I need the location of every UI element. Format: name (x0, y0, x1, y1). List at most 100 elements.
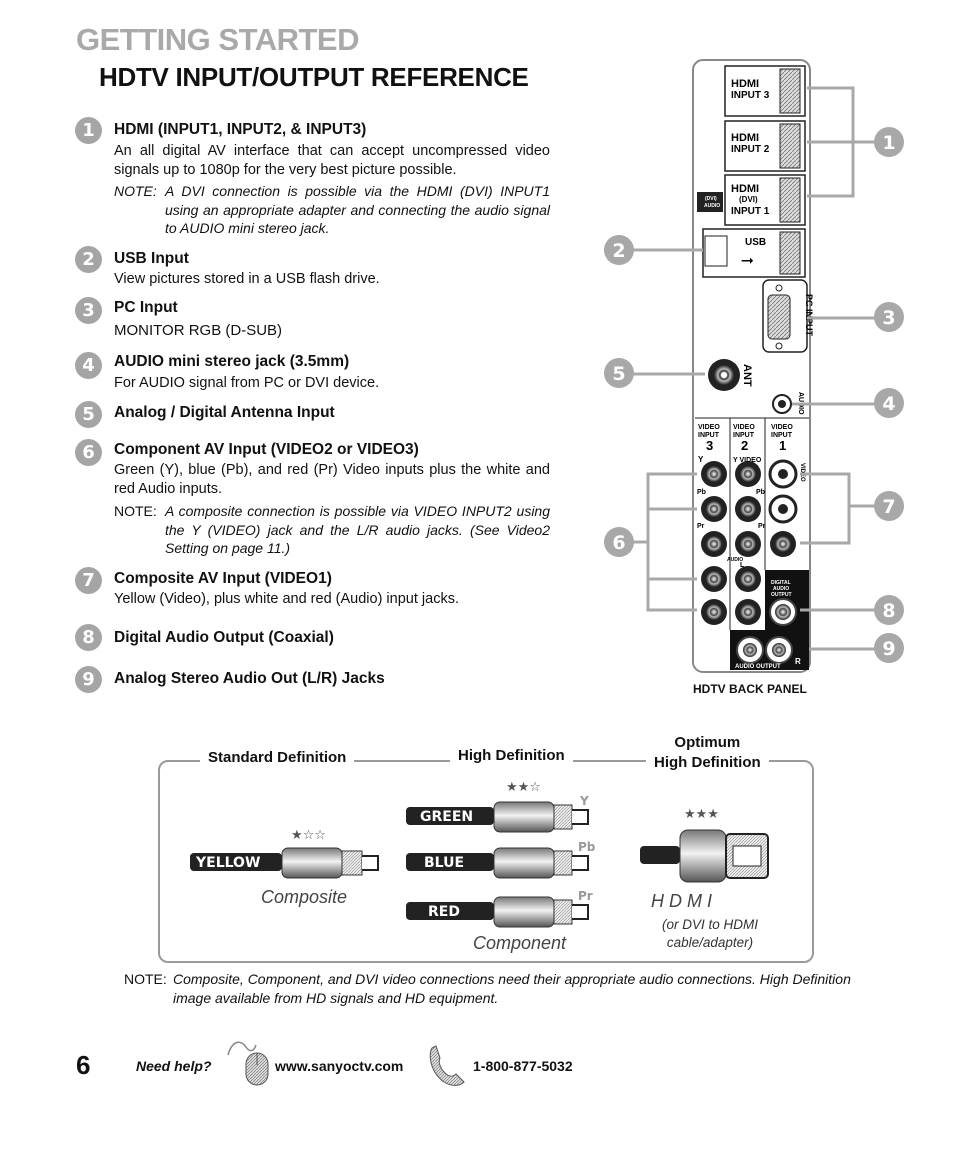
item-number-badge: 6 (75, 439, 102, 466)
svg-text:8: 8 (882, 600, 895, 622)
y-channel-label: Y (579, 794, 589, 808)
hdmi-input-3-label: INPUT 3 (731, 90, 770, 101)
optimum-line-1: Optimum (674, 734, 741, 751)
section-title: GETTING STARTED (76, 22, 359, 57)
item-description: Green (Y), blue (Pb), and red (Pr) Video… (114, 462, 550, 497)
need-help-text: Need help? (136, 1058, 212, 1074)
dvi-audio-tag (697, 192, 723, 212)
svg-text:Pr: Pr (758, 523, 766, 530)
pr-label: Pr (697, 523, 705, 530)
standard-definition-heading: Standard Definition (200, 749, 355, 766)
hdmi-logo-text: HDMI (731, 183, 759, 195)
usb-port: USB ⭢ (702, 228, 806, 278)
callout-7: 7 (874, 491, 904, 521)
hdmi-input-1-port: HDMI (DVI) INPUT 1 (724, 174, 806, 226)
hdtv-back-panel-diagram: HDMI INPUT 3 HDMI INPUT 2 HDMI (DVI) INP… (604, 59, 904, 673)
svg-text:Pb: Pb (756, 489, 765, 496)
pc-input-port: PC INPUT (762, 279, 814, 353)
phone-number: 1-800-877-5032 (473, 1058, 573, 1074)
rating-stars-composite: ★☆☆ (291, 828, 326, 843)
green-label: GREEN (420, 809, 473, 825)
note-lead: NOTE: (114, 503, 157, 519)
digital-audio-output-port: DIGITAL AUDIO OUTPUT (765, 570, 809, 630)
blue-label: BLUE (424, 855, 464, 871)
item-number-badge: 8 (75, 624, 102, 651)
website-link[interactable]: www.sanyoctv.com (275, 1058, 404, 1074)
audio-small-label: AUDIO (727, 557, 743, 563)
svg-text:OUTPUT: OUTPUT (771, 592, 792, 598)
item-note: NOTE: A DVI connection is possible via t… (114, 182, 550, 238)
audio-output-r-label: R (795, 657, 801, 666)
svg-text:DIGITAL: DIGITAL (771, 580, 791, 586)
item-title: Digital Audio Output (Coaxial) (114, 629, 334, 646)
item-number-badge: 1 (75, 117, 102, 144)
item-title: HDMI (INPUT1, INPUT2, & INPUT3) (114, 121, 367, 138)
callout-5: 5 (604, 358, 634, 388)
yellow-label: YELLOW (195, 855, 260, 871)
ant-label: ANT (741, 364, 753, 387)
svg-text:INPUT: INPUT (771, 432, 793, 439)
pr-channel-label: Pr (578, 889, 593, 903)
item-description: View pictures stored in a USB flash driv… (114, 271, 380, 287)
item-title: Composite AV Input (VIDEO1) (114, 570, 332, 587)
callout-6: 6 (604, 527, 634, 557)
audio-output-ports: AUDIO OUTPUT R (730, 630, 809, 670)
svg-text:AUDIO: AUDIO (773, 586, 789, 592)
callout-4: 4 (874, 388, 904, 418)
item-number-badge: 4 (75, 352, 102, 379)
note-lead: NOTE: (114, 183, 157, 199)
composite-caption: Composite (261, 887, 348, 907)
callout-3: 3 (874, 302, 904, 332)
y-label: Y (698, 455, 704, 464)
item-note: NOTE: A composite connection is possible… (114, 502, 550, 558)
component-caption: Component (473, 933, 567, 953)
hdmi-logo-text: HDMI (731, 78, 759, 90)
svg-text:AUDIO: AUDIO (704, 203, 720, 209)
svg-text:(DVI): (DVI) (705, 196, 717, 202)
back-panel-caption: HDTV BACK PANEL (693, 682, 807, 696)
item-number-badge: 7 (75, 567, 102, 594)
component-cable-blue: BLUE Pb (406, 840, 596, 879)
mouse-icon (227, 1041, 269, 1086)
svg-text:4: 4 (882, 393, 895, 415)
usb-label: USB (745, 237, 766, 248)
callout-9: 9 (874, 633, 904, 663)
item-number-badge: 2 (75, 246, 102, 273)
svg-text:7: 7 (882, 496, 895, 518)
svg-text:2: 2 (612, 240, 625, 262)
item-title: PC Input (114, 299, 178, 316)
note-text: A composite connection is possible via V… (165, 503, 550, 556)
svg-text:VIDEO: VIDEO (733, 424, 755, 431)
audio-l-label: L (740, 562, 745, 569)
usb-icon: ⭢ (741, 252, 754, 269)
hdmi-caption: H D M I (651, 891, 712, 911)
item-title: Analog / Digital Antenna Input (114, 404, 335, 421)
high-definition-heading: High Definition (450, 747, 573, 764)
callout-2: 2 (604, 235, 634, 265)
footer-note-lead: NOTE: (124, 971, 167, 987)
item-title: Analog Stereo Audio Out (L/R) Jacks (114, 670, 385, 687)
hdmi-cable-icon: ★★★ (640, 807, 769, 883)
page-number: 6 (76, 1050, 91, 1080)
pc-input-label: PC INPUT (804, 294, 814, 337)
item-description: For AUDIO signal from PC or DVI device. (114, 375, 380, 391)
video-input-2-number: 2 (741, 438, 748, 453)
video-input-3-number: 3 (706, 438, 713, 453)
cable-illustrations: ★☆☆ YELLOW ★★☆ GREEN Y BLUE Pb RED Pr ★★… (190, 780, 769, 928)
item-description: An all digital AV interface that can acc… (114, 143, 550, 178)
item-title: AUDIO mini stereo jack (3.5mm) (114, 353, 350, 370)
page-title: HDTV INPUT/OUTPUT REFERENCE (99, 62, 529, 92)
phone-icon (429, 1045, 465, 1086)
item-title: USB Input (114, 250, 189, 267)
item-number-badge: 5 (75, 401, 102, 428)
svg-text:9: 9 (882, 638, 895, 660)
item-description: MONITOR RGB (D-SUB) (114, 322, 283, 339)
svg-text:3: 3 (882, 307, 895, 329)
component-cable-red: RED Pr (406, 889, 593, 928)
red-label: RED (428, 904, 460, 920)
item-number-badge: 9 (75, 666, 102, 693)
rating-stars-hdmi: ★★★ (684, 807, 719, 822)
svg-text:INPUT: INPUT (733, 432, 755, 439)
hdmi-input-1-label: INPUT 1 (731, 206, 770, 217)
optimum-definition-heading: Optimum High Definition (646, 733, 769, 773)
